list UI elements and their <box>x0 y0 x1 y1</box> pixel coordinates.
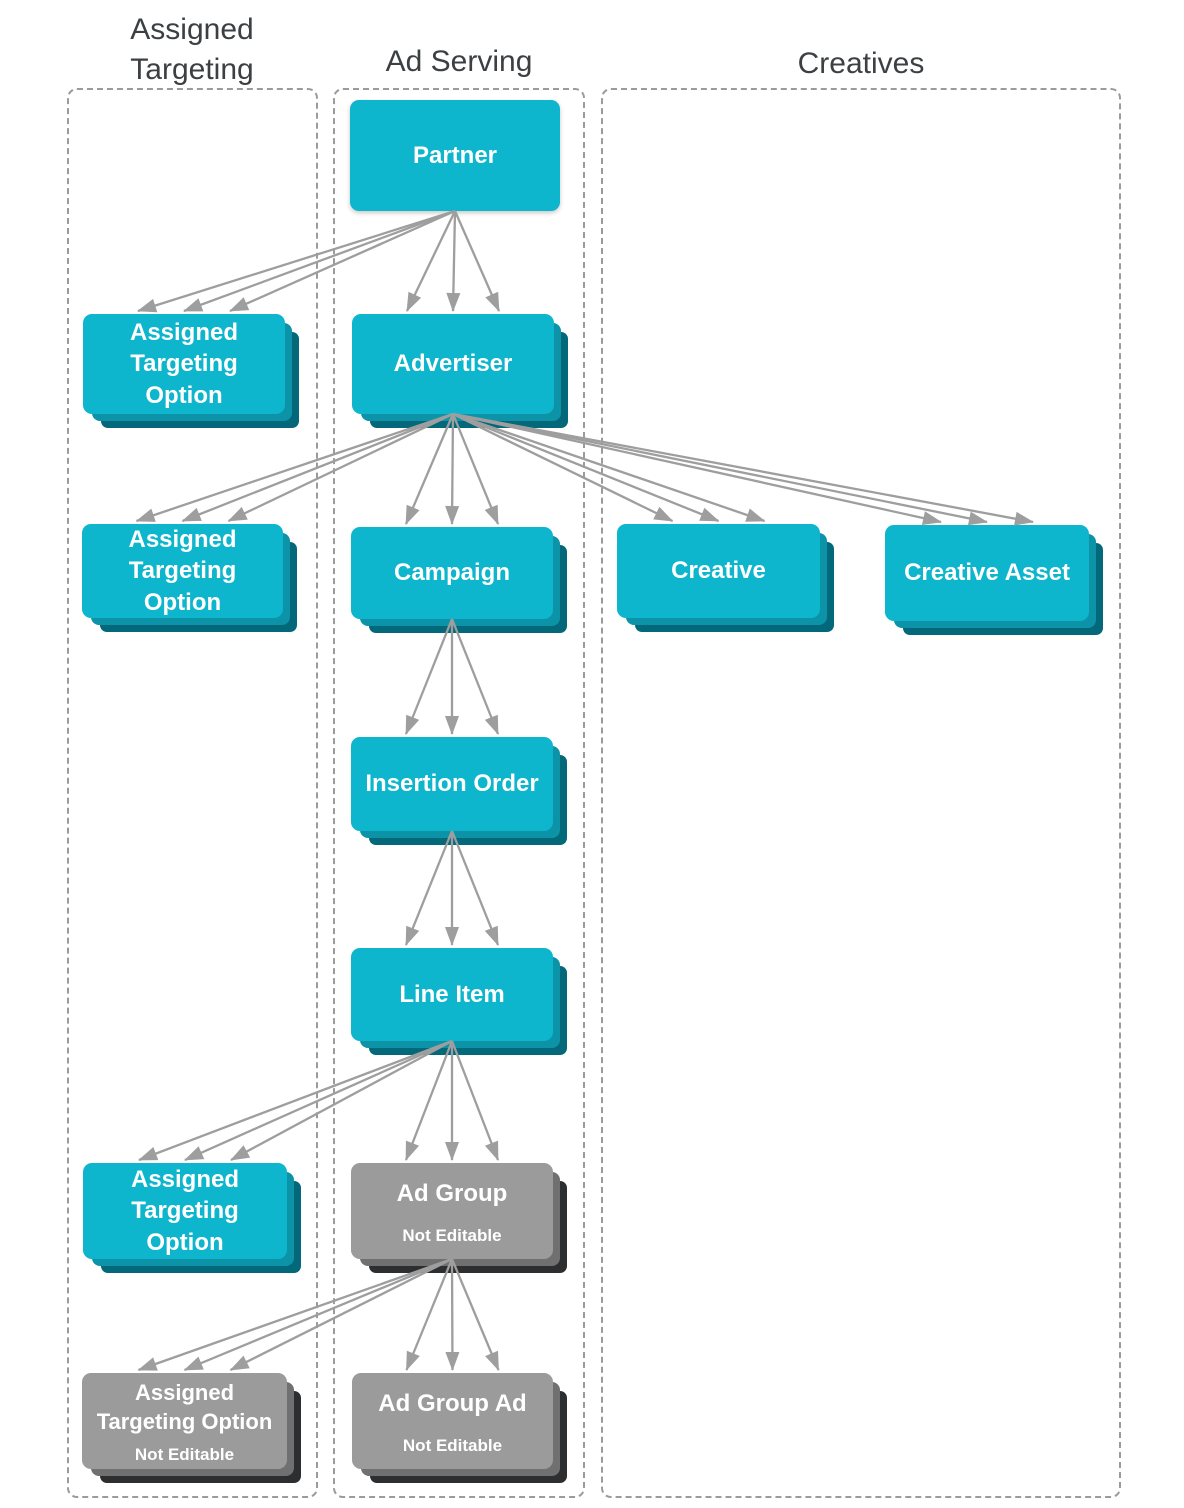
node-assigned-targeting-option-2: Assigned Targeting Option <box>82 524 283 618</box>
column-header-assigned-targeting: Assigned Targeting <box>130 13 254 86</box>
node-partner: Partner <box>350 100 560 211</box>
column-header-creatives: Creatives <box>797 47 925 80</box>
node-advertiser: Advertiser <box>352 314 554 414</box>
node-creative-asset: Creative Asset <box>885 525 1089 621</box>
node-ad-group-ad-sublabel: Not Editable <box>402 1436 503 1456</box>
node-creative: Creative <box>617 524 820 618</box>
node-assigned-targeting-option-1-label: Assigned Targeting Option <box>129 319 239 409</box>
node-insertion-order: Insertion Order <box>351 737 553 831</box>
node-ad-group-ad-label: Ad Group Ad <box>378 1389 527 1417</box>
node-ad-group-label: Ad Group <box>396 1179 508 1207</box>
node-assigned-targeting-option-3: Assigned Targeting Option <box>83 1163 287 1259</box>
node-ad-group-sublabel: Not Editable <box>402 1226 502 1246</box>
node-insertion-order-label: Insertion Order <box>365 770 539 798</box>
node-assigned-targeting-option-3-label: Assigned Targeting Option <box>130 1166 240 1256</box>
node-ad-group: Ad Group Not Editable <box>351 1163 553 1259</box>
node-assigned-targeting-option-1: Assigned Targeting Option <box>83 314 285 414</box>
node-assigned-targeting-option-2-label: Assigned Targeting Option <box>128 526 237 616</box>
node-line-item-label: Line Item <box>399 980 505 1008</box>
node-creative-asset-label: Creative Asset <box>904 559 1070 587</box>
node-line-item: Line Item <box>351 948 553 1041</box>
node-advertiser-label: Advertiser <box>393 350 513 378</box>
node-assigned-targeting-option-not-editable: Assigned Targeting Option Not Editable <box>82 1373 287 1469</box>
column-frame-ad-serving <box>333 88 585 1498</box>
node-assigned-targeting-option-not-editable-sublabel: Not Editable <box>134 1445 235 1465</box>
node-campaign: Campaign <box>351 527 553 619</box>
column-header-ad-serving: Ad Serving <box>385 45 533 78</box>
column-frame-assigned-targeting <box>67 88 318 1498</box>
node-creative-label: Creative <box>671 557 766 585</box>
node-assigned-targeting-option-not-editable-label: Assigned Targeting Option <box>96 1379 273 1434</box>
node-ad-group-ad: Ad Group Ad Not Editable <box>352 1373 553 1469</box>
node-campaign-label: Campaign <box>393 559 510 587</box>
node-partner-label: Partner <box>412 141 498 169</box>
column-frame-creatives <box>601 88 1121 1498</box>
